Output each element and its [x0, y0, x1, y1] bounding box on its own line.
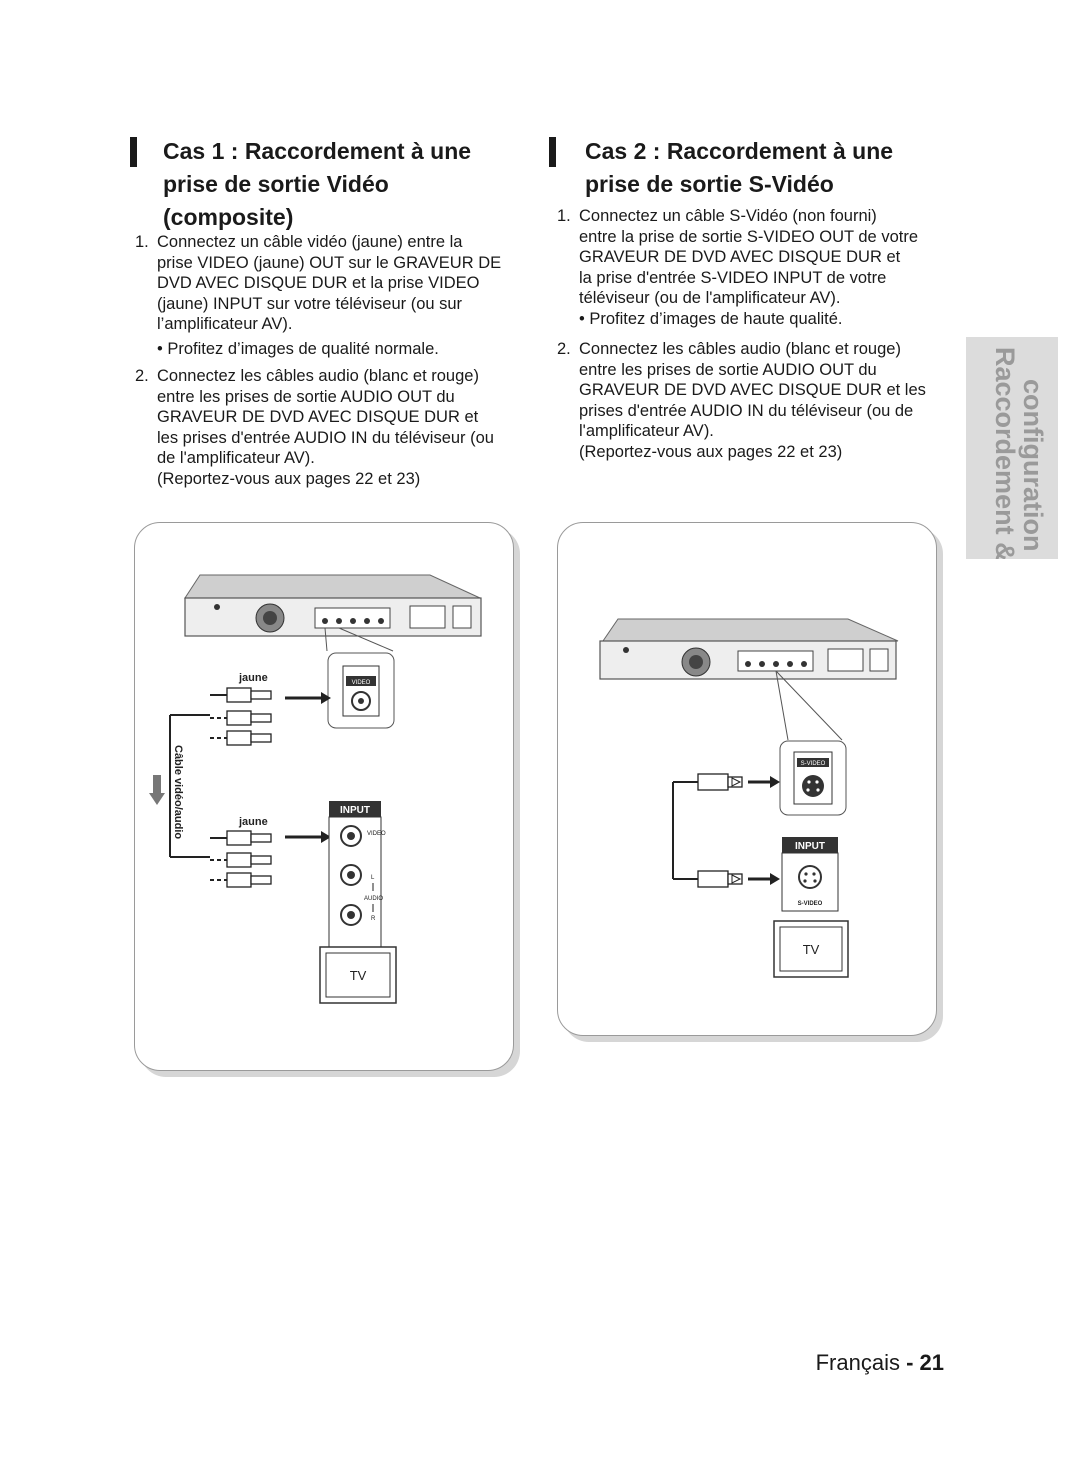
step-text-line: l’amplificateur AV).: [157, 315, 293, 334]
step-text-line: téléviseur (ou de l'amplificateur AV).: [579, 289, 841, 308]
case1-heading-line: Cas 1 : Raccordement à une: [163, 138, 472, 164]
footer-separator: -: [899, 1350, 920, 1375]
tv-input-panel: INPUT S-VIDEO: [781, 837, 839, 912]
cable-label: Câble vidéo/audio: [172, 745, 184, 839]
step-reference: (Reportez-vous aux pages 22 et 23): [579, 442, 843, 461]
step-text-line: prise VIDEO (jaune) OUT sur le GRAVEUR D…: [157, 253, 502, 272]
rca-plugs-top: [226, 687, 272, 746]
case1-heading-line: composite): [170, 204, 294, 230]
recorder-svideo-jack-zoom: S-VIDEO: [779, 740, 847, 816]
svideo-plug-top: [697, 773, 743, 791]
step-text-line: l'amplificateur AV).: [579, 422, 714, 441]
case1-diagram-panel: VIDEO jaune Câble vidéo/audio jaune: [134, 522, 514, 1071]
tv-icon: TV: [773, 920, 849, 978]
step-text-line: Connectez les câbles audio (blanc et rou…: [157, 367, 479, 385]
tv-icon: TV: [319, 946, 397, 1004]
case2-heading-line: prise de sortie S-Vidéo: [585, 171, 834, 197]
input-l-label: L: [371, 875, 375, 881]
input-badge: INPUT: [340, 805, 370, 816]
footer-language: Français: [815, 1350, 900, 1375]
tv-input-panel: INPUT VIDEO L AUDIO R: [328, 801, 386, 948]
cable-color-label: jaune: [238, 816, 268, 828]
step-number: 1.: [135, 233, 149, 251]
step-bullet: • Profitez d’images de qualité normale.: [157, 339, 439, 358]
case1-heading-line-wrap: (composite): [163, 204, 294, 230]
case1-connection-diagram: VIDEO jaune Câble vidéo/audio jaune: [149, 574, 482, 1004]
input-badge: INPUT: [795, 841, 825, 852]
step-text-line: GRAVEUR DE DVD AVEC DISQUE DUR et: [157, 408, 479, 427]
step-text-line: (jaune) INPUT sur votre téléviseur (ou s…: [157, 294, 463, 313]
step-number: 2.: [557, 340, 571, 358]
recorder-rear-panel: [599, 618, 899, 680]
device-jack-label: VIDEO: [352, 680, 371, 686]
step-bullet: • Profitez d’images de haute qualité.: [579, 309, 843, 328]
case1-heading-line: prise de sortie Vidéo: [163, 171, 389, 197]
input-video-label: VIDEO: [367, 831, 386, 837]
step-text-line: Connectez un câble vidéo (jaune) entre l…: [157, 233, 463, 251]
recorder-rear-panel: [184, 574, 482, 637]
step-text-line: GRAVEUR DE DVD AVEC DISQUE DUR et: [579, 248, 901, 267]
step-text-line: Connectez les câbles audio (blanc et rou…: [579, 340, 901, 358]
side-tab-line2: configuration: [1018, 379, 1048, 551]
input-audio-label: AUDIO: [364, 896, 383, 902]
rca-plugs-bottom: [226, 830, 272, 888]
tv-label: TV: [803, 942, 820, 957]
step-text-line: Connectez un câble S-Vidéo (non fourni): [579, 207, 877, 225]
device-jack-label: S-VIDEO: [801, 761, 826, 767]
input-svideo-label: S-VIDEO: [798, 901, 823, 907]
case2-heading: Cas 2 : Raccordement à une prise de sort…: [585, 135, 893, 201]
case2-heading-bar: [549, 137, 556, 167]
recorder-video-jack-zoom: VIDEO: [327, 652, 395, 729]
section-side-tab: Raccordement & configuration: [966, 337, 1058, 559]
case2-diagram-panel: S-VIDEO INPUT S-VIDEO: [557, 522, 937, 1036]
step-text-line: entre les prises de sortie AUDIO OUT du: [579, 360, 877, 379]
cable-color-label: jaune: [238, 672, 268, 684]
side-tab-line1: Raccordement &: [990, 347, 1020, 559]
step-text-line: la prise d'entrée S-VIDEO INPUT de votre: [579, 268, 887, 287]
step-number: 1.: [557, 207, 571, 225]
page-footer: Français - 21: [816, 1350, 944, 1376]
case1-heading: Cas 1 : Raccordement à une prise de sort…: [163, 135, 471, 234]
case2-heading-line: Cas 2 : Raccordement à une: [585, 138, 894, 164]
page-number: 21: [919, 1350, 944, 1375]
step-text-line: DVD AVEC DISQUE DUR et la prise VIDEO: [157, 274, 480, 293]
case1-heading-bar: [130, 137, 137, 167]
step-text-line: prises d'entrée AUDIO IN du téléviseur (…: [579, 401, 914, 420]
tv-label: TV: [350, 968, 367, 983]
step-text-line: les prises d'entrée AUDIO IN du télévise…: [157, 428, 494, 447]
step-number: 2.: [135, 367, 149, 385]
step-text-line: de l'amplificateur AV).: [157, 449, 315, 468]
step-text-line: entre la prise de sortie S-VIDEO OUT de …: [579, 227, 918, 246]
step-text-line: entre les prises de sortie AUDIO OUT du: [157, 387, 455, 406]
case2-connection-diagram: S-VIDEO INPUT S-VIDEO: [599, 618, 899, 978]
svideo-plug-bottom: [697, 870, 743, 888]
step-reference: (Reportez-vous aux pages 22 et 23): [157, 469, 421, 488]
step-text-line: GRAVEUR DE DVD AVEC DISQUE DUR et les: [579, 381, 926, 400]
input-r-label: R: [371, 916, 376, 922]
